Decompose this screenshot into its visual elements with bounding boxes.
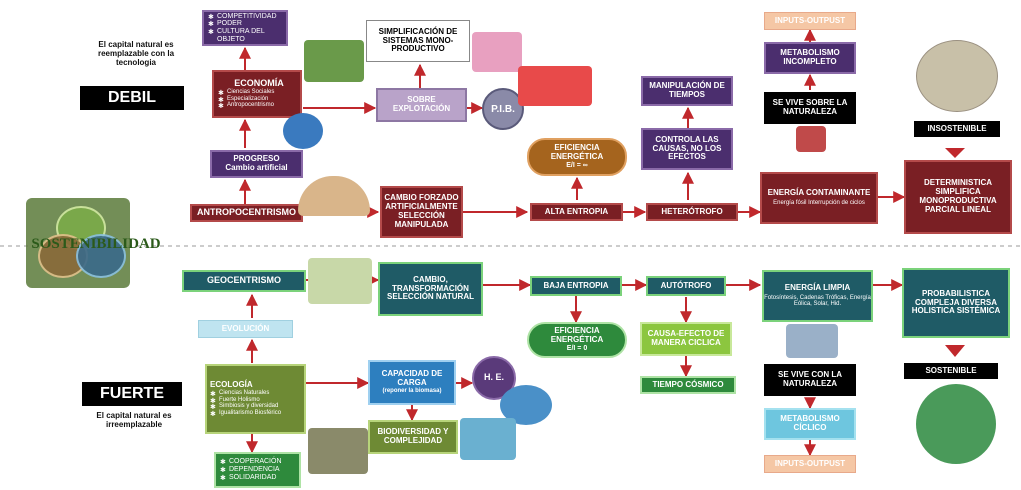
inputs-outpust-bottom: INPUTS-OUTPUST (764, 455, 856, 473)
ecologia-item: Igualitarismo Biosférico (210, 410, 281, 418)
debil-label: DEBIL (80, 86, 184, 110)
fuerte-label: FUERTE (82, 382, 182, 406)
energia-limpia-items: Fotosíntesis, Cadenas Tróficas, Energía … (764, 294, 871, 308)
biodiversidad-box: BIODIVERSIDAD Y COMPLEJIDAD (368, 420, 458, 454)
eficiencia-top-formula: E/I = ∞ (566, 161, 588, 169)
controla-box: CONTROLA LAS CAUSAS, NO LOS EFECTOS (641, 128, 733, 170)
inputs-outpust-top: INPUTS-OUTPUST (764, 12, 856, 30)
capacidad-sub: (reponer la biomasa) (382, 388, 442, 394)
tree-globe-image (916, 384, 996, 464)
cambio-transformacion-box: CAMBIO, TRANSFORMACIÓN SELECCIÓN NATURAL (378, 262, 483, 316)
baja-entropia-box: BAJA ENTROPIA (530, 276, 622, 296)
eficiencia-top-box: EFICIENCIA ENERGÉTICA E/I = ∞ (527, 138, 627, 176)
ecologia-title: ECOLOGÍA (210, 380, 253, 390)
debil-caption: El capital natural es reemplazable con l… (97, 40, 175, 68)
energia-contaminante-items: Energía fósil Interrupción de ciclos (773, 200, 865, 207)
capacidad-title: CAPACIDAD DE CARGA (381, 369, 443, 388)
clean-energy-image (786, 324, 838, 358)
progreso-item: Cambio artificial (225, 163, 288, 172)
tiempo-cosmico-box: TIEMPO CÓSMICO (640, 376, 736, 394)
economia-item: Antropocentrismo (218, 102, 274, 110)
deterministica-box: DETERMINISTICA SIMPLIFICA MONOPRODUCTIVA… (904, 160, 1012, 234)
mind-image (472, 32, 522, 72)
globe-sketch (916, 40, 998, 112)
ecologia-item: Fuerte Holismo (210, 397, 281, 405)
competitividad-item: COMPETITIVIDAD (208, 13, 286, 21)
probabilistica-box: PROBABILISTICA COMPLEJA DIVERSA HOLISTIC… (902, 268, 1010, 338)
eficiencia-bottom-formula: E/I = 0 (566, 344, 588, 352)
progreso-box: PROGRESO Cambio artificial (210, 150, 303, 178)
people-image (308, 428, 368, 474)
sustainability-diagram (26, 198, 130, 288)
competitividad-item: CULTURA DEL OBJETO (208, 28, 286, 43)
insostenible-label: INSOSTENIBLE (914, 121, 1000, 137)
energia-limpia-box: ENERGÍA LIMPIA Fotosíntesis, Cadenas Tró… (762, 270, 873, 322)
energia-contaminante-title: ENERGÍA CONTAMINANTE (767, 188, 871, 198)
cooperacion-item: SOLIDARIDAD (220, 474, 282, 482)
competitividad-item: PODER (208, 20, 286, 28)
economia-item: Ciencias Sociales (218, 89, 274, 97)
ecologia-item: Ciencias Naturales (210, 390, 281, 398)
causa-efecto-box: CAUSA-EFECTO DE MANERA CICLICA (640, 322, 732, 356)
pib-chart-image (518, 66, 592, 106)
sobre-explotacion-box: SOBRE EXPLOTACIÓN (376, 88, 467, 122)
fuerte-caption: El capital natural es irreemplazable (96, 411, 172, 430)
evolucion-box: EVOLUCIÓN (198, 320, 293, 338)
ecologia-item: Simbiosis y diversidad (210, 403, 281, 411)
pib-circle: P.I.B. (482, 88, 524, 130)
eficiencia-bottom-box: EFICIENCIA ENERGÉTICA E/I = 0 (527, 322, 627, 358)
geocentrismo-box: GEOCENTRISMO (182, 270, 306, 292)
metabolismo-incompleto-box: METABOLISMO INCOMPLETO (764, 42, 856, 74)
pollution-image (796, 126, 826, 152)
se-vive-con-box: SE VIVE CON LA NATURALEZA (764, 364, 856, 396)
antropocentrismo-box: ANTROPOCENTRISMO (190, 204, 303, 222)
energia-contaminante-box: ENERGÍA CONTAMINANTE Energía fósil Inter… (760, 172, 878, 224)
venn-image (308, 258, 372, 304)
sostenible-label: SOSTENIBLE (904, 363, 998, 379)
earth-people-image (460, 418, 516, 460)
manipulacion-box: MANIPULACIÓN DE TIEMPOS (641, 76, 733, 106)
ecologia-box: ECOLOGÍA Ciencias Naturales Fuerte Holis… (205, 364, 306, 434)
economia-title: ECONOMÍA (234, 78, 284, 89)
cooperacion-box: COOPERACIÓN DEPENDENCIA SOLIDARIDAD (214, 452, 301, 488)
economia-item: Especialización (218, 96, 274, 104)
se-vive-sobre-box: SE VIVE SOBRE LA NATURALEZA (764, 92, 856, 124)
energia-limpia-title: ENERGÍA LIMPIA (784, 283, 851, 292)
metabolismo-ciclico-box: METABOLISMO CÍCLICO (764, 408, 856, 440)
autotrofo-box: AUTÓTROFO (646, 276, 726, 296)
cooperacion-item: COOPERACIÓN (220, 458, 282, 466)
tree-illustration (304, 40, 364, 82)
cambio-forzado-box: CAMBIO FORZADO ARTIFICIALMENTE SELECCIÓN… (380, 186, 463, 238)
eficiencia-top-title: EFICIENCIA ENERGÉTICA (550, 143, 604, 162)
simplificacion-box: SIMPLIFICACIÓN DE SISTEMAS MONO-PRODUCTI… (366, 20, 470, 62)
capacidad-box: CAPACIDAD DE CARGA (reponer la biomasa) (368, 360, 456, 405)
cooperacion-item: DEPENDENCIA (220, 466, 282, 474)
globe-image (283, 113, 323, 149)
economia-box: ECONOMÍA Ciencias Sociales Especializaci… (212, 70, 302, 118)
heterotrofo-box: HETERÓTROFO (646, 203, 738, 221)
sostenibilidad-label: SOSTENIBILIDAD (31, 236, 161, 252)
he-circle: H. E. (472, 356, 516, 400)
eficiencia-bottom-title: EFICIENCIA ENERGÉTICA (550, 326, 604, 345)
progreso-title: PROGRESO (233, 154, 280, 164)
alta-entropia-box: ALTA ENTROPIA (530, 203, 623, 221)
competitividad-box: COMPETITIVIDAD PODER CULTURA DEL OBJETO (202, 10, 288, 46)
